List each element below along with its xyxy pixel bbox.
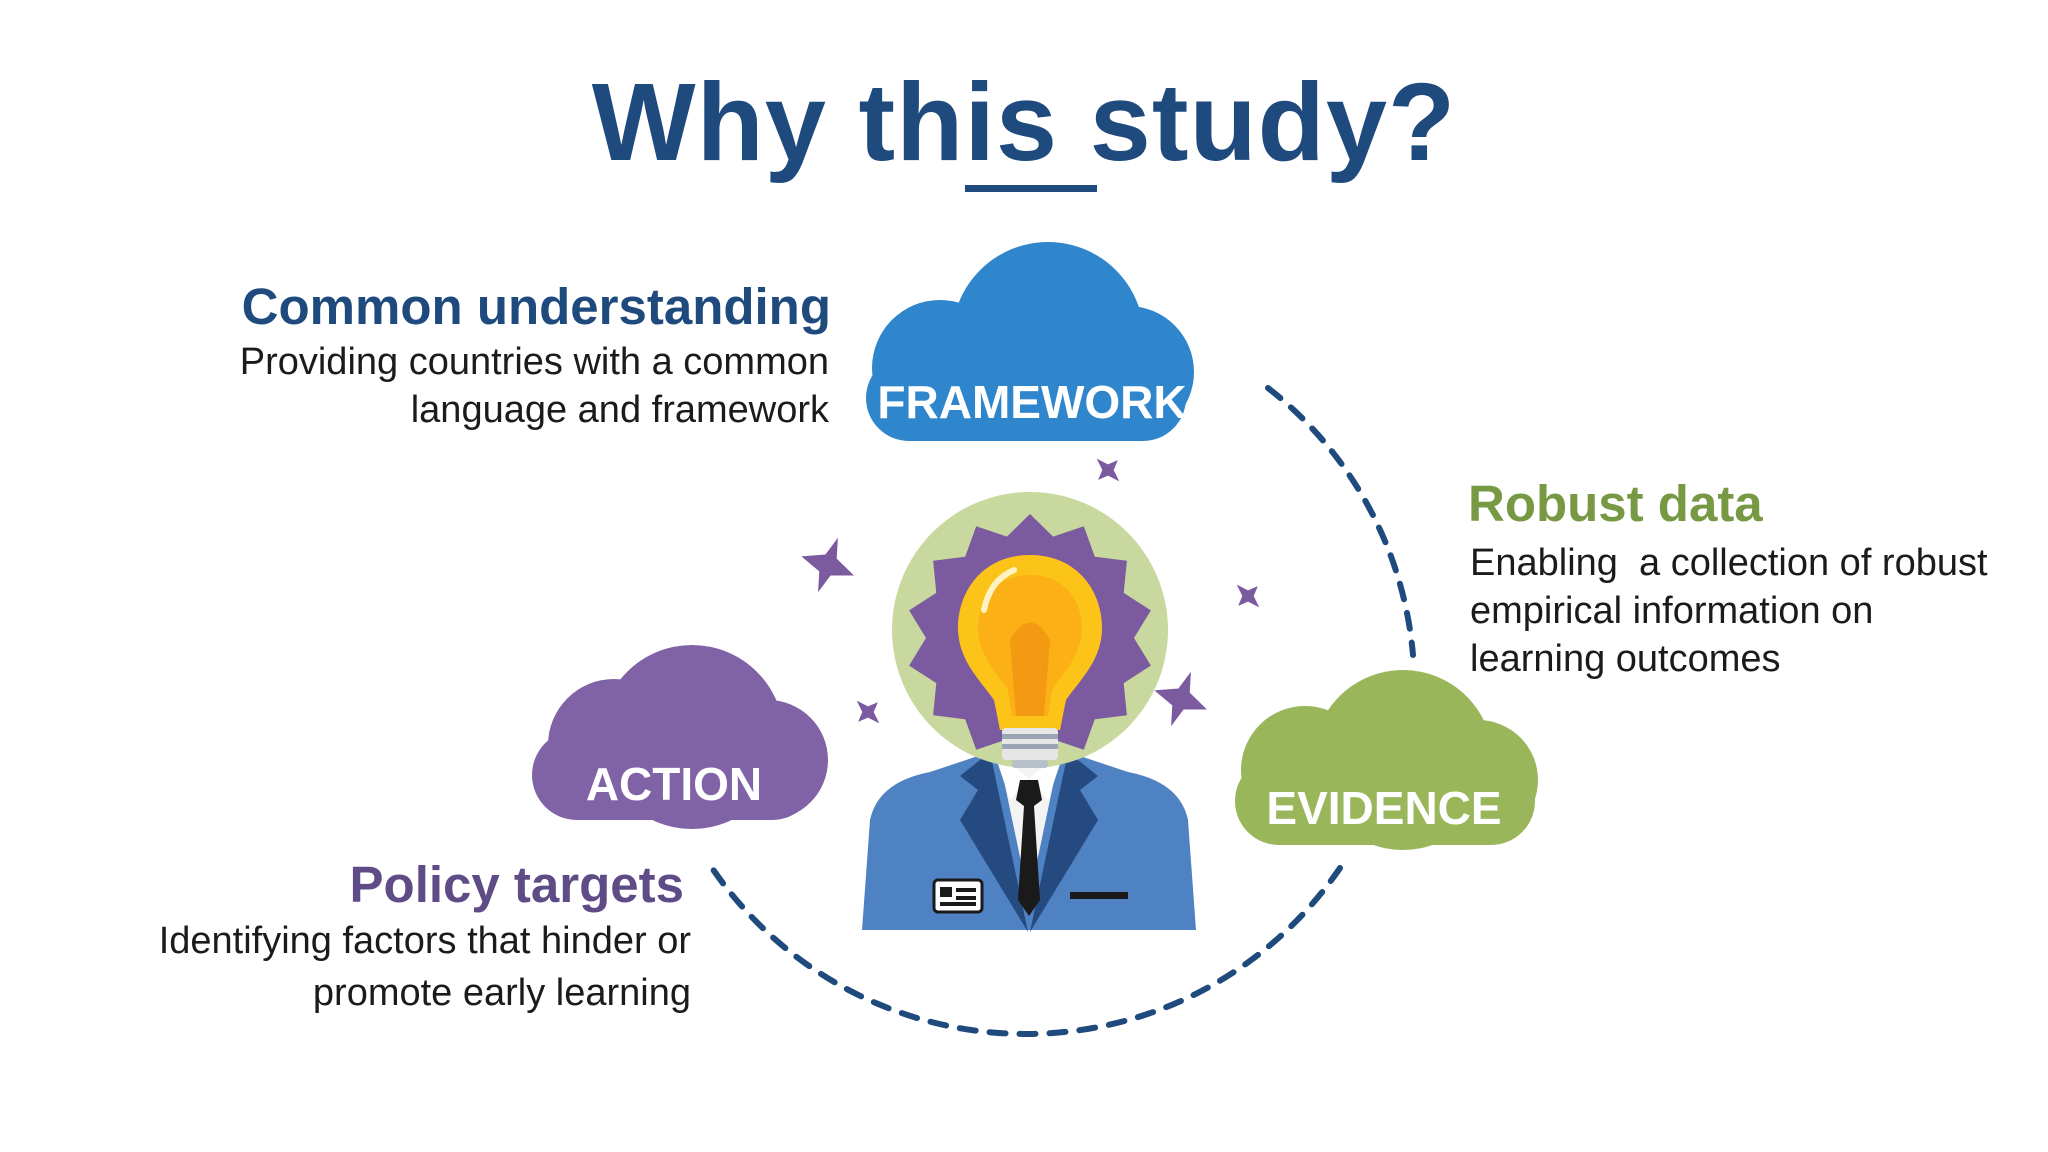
breast-pocket	[1070, 892, 1128, 899]
common-understanding-line-1: Providing countries with a common	[239, 341, 829, 383]
dashed-arc-right	[1265, 385, 1416, 658]
policy-targets-description: Identifying factors that hinder or promo…	[71, 915, 691, 1019]
common-understanding-heading: Common understanding	[241, 278, 831, 335]
robust-data-description: Enabling a collection of robust empirica…	[1470, 539, 2030, 683]
framework-label: FRAMEWORK	[877, 376, 1186, 428]
sparkle-star-small-top	[1096, 458, 1120, 482]
robust-data-line-3: learning outcomes	[1470, 638, 1781, 680]
title-underline	[965, 185, 1097, 192]
id-badge-icon	[932, 878, 984, 914]
common-understanding-line-2: language and framework	[410, 389, 829, 431]
evidence-cloud: EVIDENCE	[1235, 670, 1538, 850]
policy-targets-heading: Policy targets	[349, 856, 684, 913]
action-label: ACTION	[586, 758, 762, 810]
framework-cloud: FRAMEWORK	[866, 242, 1194, 441]
robust-data-line-2: empirical information on	[1470, 590, 1874, 632]
sparkles	[801, 458, 1260, 727]
robust-data-line-1: Enabling a collection of robust	[1470, 542, 1988, 584]
right-lapel	[1030, 752, 1098, 932]
lightbulb-businessman-illustration	[862, 492, 1196, 932]
sparkle-star-small-left	[856, 700, 880, 724]
common-understanding-description: Providing countries with a common langua…	[189, 338, 829, 434]
policy-targets-line-2: promote early learning	[312, 972, 691, 1014]
sparkle-star-large-left	[801, 537, 854, 593]
lightbulb-icon	[958, 555, 1102, 768]
evidence-label: EVIDENCE	[1266, 782, 1501, 834]
left-lapel	[960, 752, 1028, 932]
page-title: Why this study?	[591, 61, 1457, 184]
action-cloud: ACTION	[532, 645, 828, 829]
robust-data-heading: Robust data	[1468, 475, 1763, 532]
policy-targets-line-1: Identifying factors that hinder or	[158, 920, 691, 962]
necktie	[1016, 780, 1042, 916]
dashed-arc-bottom	[707, 862, 1343, 1037]
sparkle-star-small-right	[1236, 584, 1260, 608]
sparkle-star-large-right	[1154, 671, 1207, 727]
